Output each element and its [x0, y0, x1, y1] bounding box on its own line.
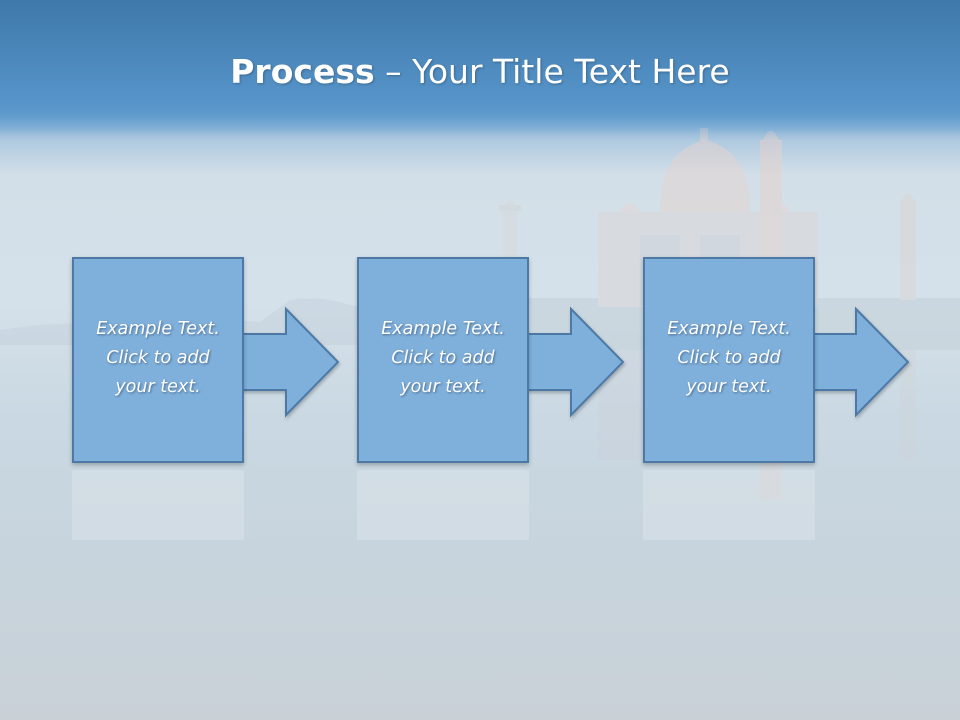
arrow-2 — [520, 306, 625, 418]
slide-title[interactable]: Process – Your Title Text Here — [0, 52, 960, 91]
title-band — [0, 0, 960, 140]
title-bold-part: Process — [230, 52, 375, 91]
arrow-1 — [235, 306, 340, 418]
process-step-box-2[interactable]: Example Text. Click to add your text. — [357, 257, 529, 463]
title-rest-part: – Your Title Text Here — [374, 52, 730, 91]
step-text[interactable]: Example Text. Click to add your text. — [667, 319, 791, 397]
process-step-box-1[interactable]: Example Text. Click to add your text. — [72, 257, 244, 463]
process-step-box-3[interactable]: Example Text. Click to add your text. — [643, 257, 815, 463]
arrow-3 — [805, 306, 910, 418]
step-text[interactable]: Example Text. Click to add your text. — [381, 319, 505, 397]
step-text[interactable]: Example Text. Click to add your text. — [96, 319, 220, 397]
